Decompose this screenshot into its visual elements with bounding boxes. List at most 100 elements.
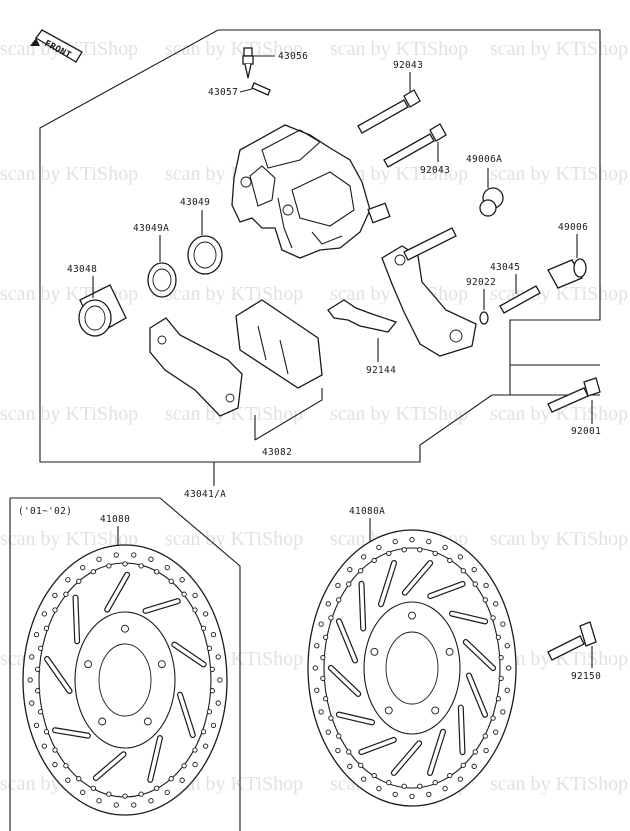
disc-vent-hole [346,749,352,755]
part-49006A-label: 49006A [466,154,502,165]
disc-vent-hole [41,743,47,749]
disc-vent-hole [37,709,44,715]
disc-vent-hole [498,655,504,661]
disc-vent-hole [335,747,341,754]
disc-vent-hole [328,615,334,621]
disc-vent-hole [217,677,223,683]
disc-vent-hole [504,643,510,649]
disc-variant-frame [10,497,241,831]
caliper-piston [78,284,127,337]
disc-vent-hole [210,631,217,638]
disc-vent-hole [482,733,488,739]
disc-vent-hole [471,567,477,573]
disc-vent-hole [500,621,506,627]
disc-slot [105,572,129,612]
disc-vent-hole [376,785,382,792]
disc-vent-hole [504,687,510,693]
disc-slot [428,582,465,598]
disc-vent-hole [76,578,82,584]
disc-mount-hole [408,611,416,620]
part-43057-label: 43057 [208,87,238,98]
disc-slot [329,666,361,696]
disc-mount-hole [84,660,93,669]
disc-vent-hole [495,696,502,702]
disc-vent-hole [493,729,499,735]
disc-mount-hole [121,624,129,633]
part-92043-lower-label: 92043 [420,165,450,176]
disc-vent-hole [27,677,33,683]
disc-slot [337,712,374,725]
disc-mount-hole [143,717,152,726]
disc-vent-hole [106,563,112,569]
part-43049-label: 43049 [180,197,210,208]
disc-vent-hole [164,789,170,796]
watermark: scan by KTiShop [165,283,303,305]
disc-vent-hole [131,552,137,558]
disc-vent-hole [314,687,320,693]
watermark: scan by KTiShop [490,528,628,550]
disc-vent-hole [320,655,326,661]
disc-vent-hole [493,601,499,607]
disc-vent-hole [460,568,466,574]
watermark: scan by KTiShop [0,163,138,185]
disc-bolt [547,621,597,661]
part-43041A-label: 43041/A [184,489,226,500]
disc-vent-hole [113,552,119,558]
bleed-valve [242,47,275,79]
disc-vent-hole [401,783,407,789]
bleed-cap [251,82,271,96]
watermark: scan by KTiShop [330,38,468,60]
disc-vent-hole [360,554,367,560]
pad-spring [327,299,398,333]
watermark: scan by KTiShop [165,403,303,425]
watermark: scan by KTiShop [490,648,628,670]
disc-vent-hole [346,581,352,587]
watermark: scan by KTiShop [490,403,628,425]
disc-vent-hole [322,696,329,702]
disc-vent-hole [52,747,58,753]
part-43048-label: 43048 [67,264,97,275]
caliper-pin [479,285,541,325]
brake-caliper-body [231,124,391,259]
watermark: scan by KTiShop [330,403,468,425]
disc-slot [459,705,465,755]
disc-vent-hole [43,625,50,631]
pad-group-frame [254,388,323,441]
part-49006-label: 49006 [558,222,588,233]
part-43056-label: 43056 [278,51,308,62]
disc-vent-hole [322,634,329,640]
disc-vent-hole [318,709,324,715]
disc-vent-hole [215,654,221,660]
disc-vent-hole [206,645,213,651]
disc-vent-hole [426,791,432,798]
disc-vent-hole [314,643,320,649]
disc-vent-hole [312,665,318,671]
disc-vent-hole [506,665,512,671]
disc-slot [467,673,487,717]
disc-vent-hole [90,569,96,575]
disc-vent-hole [96,556,102,562]
part-92043-upper-label: 92043 [393,60,423,71]
disc-vent-hole [442,785,448,792]
disc-vent-hole [33,722,40,729]
disc-vent-hole [409,537,415,543]
disc-vent-hole [358,568,364,574]
disc-vent-hole [179,577,185,583]
disc-vent-hole [209,688,215,694]
disc-vent-hole [417,547,423,553]
disc-vent-hole [498,675,504,681]
mounting-bolt [547,377,601,413]
part-92144-label: 92144 [366,365,396,376]
dust-boot [479,187,504,217]
disc-slot [359,581,365,631]
disc-vent-hole [164,564,170,571]
disc-vent-hole [52,592,58,599]
caliper-bolt-upper [357,89,421,134]
disc-vent-hole [426,538,432,545]
disc-vent-hole [347,763,353,769]
disc-vent-hole [168,776,174,782]
disc-vent-hole [371,772,377,779]
part-43049A-label: 43049A [133,223,169,234]
disc-vent-hole [35,688,41,694]
disc-vent-hole [347,567,353,573]
